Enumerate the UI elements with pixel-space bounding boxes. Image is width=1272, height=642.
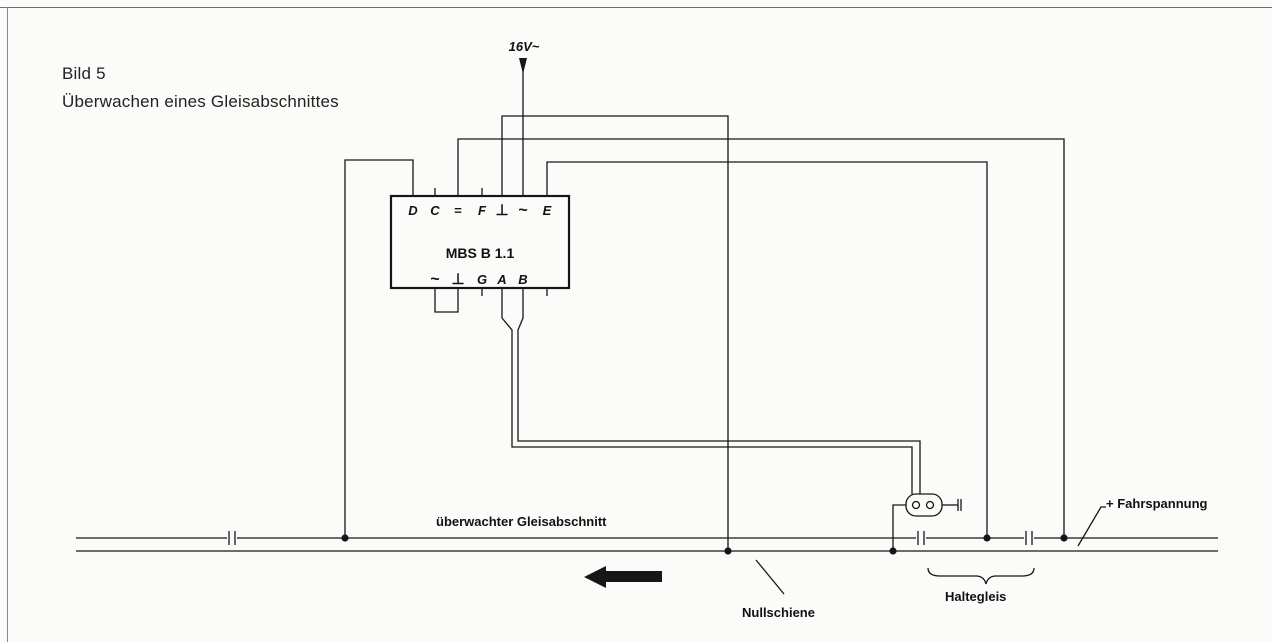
brace-haltegleis	[927, 567, 1035, 585]
traction-voltage-label: + Fahrspannung	[1106, 496, 1208, 511]
insulation-gap-left	[227, 531, 237, 545]
zero-rail-label: Nullschiene	[742, 605, 815, 620]
pin-label-dc: =	[454, 203, 462, 218]
figure-number: Bild 5	[62, 64, 106, 83]
leader-nullschiene	[755, 559, 785, 595]
stop-track-label: Haltegleis	[945, 589, 1006, 604]
pin-label-e: E	[543, 203, 552, 218]
pin-label-ac: ~	[518, 202, 527, 219]
leader-fahrspannung	[1077, 506, 1106, 547]
pin-label-a: A	[496, 272, 506, 287]
wire-pin-d	[344, 159, 414, 538]
insulation-gap-right	[1024, 531, 1034, 545]
wire-pin-ground	[501, 115, 729, 551]
pin-label-b: B	[518, 272, 527, 287]
relay-coil-element	[892, 493, 962, 551]
junction-dot-ground	[724, 547, 732, 555]
module-name: MBS B 1.1	[446, 245, 515, 261]
module-bottom-pin-stubs	[434, 288, 548, 296]
bridge-tilde-ground	[434, 296, 459, 313]
double-wire-a-b	[501, 296, 921, 494]
track	[76, 537, 1218, 552]
frame-left-border	[7, 7, 8, 642]
junction-dot-relay	[889, 547, 897, 555]
junction-dot-d	[341, 534, 349, 542]
module-box	[389, 194, 571, 290]
junction-dot-c	[1060, 534, 1068, 542]
module-top-pin-stubs	[412, 188, 548, 196]
supply-16v-wire	[519, 58, 527, 188]
insulation-gap-middle	[916, 531, 926, 545]
pin-label-ground: ⊥	[495, 202, 508, 219]
supply-label: 16V~	[509, 39, 540, 54]
module-bottom-pin-labels: ~ ⊥ G A B	[430, 271, 527, 288]
figure-title: Überwachen eines Gleisabschnittes	[62, 92, 339, 111]
monitored-section-label: überwachter Gleisabschnitt	[436, 514, 607, 529]
junction-dot-e	[983, 534, 991, 542]
wire-pin-e	[546, 161, 988, 538]
wire-pin-c	[457, 138, 1065, 538]
pin-label-bottom-ac: ~	[430, 271, 439, 288]
pin-label-c: C	[430, 203, 440, 218]
module-top-pin-labels: D C = F ⊥ ~ E	[408, 202, 551, 219]
frame-top-border	[0, 7, 1272, 8]
pin-label-d: D	[408, 203, 418, 218]
direction-arrow-icon	[584, 566, 662, 588]
pin-label-f: F	[478, 203, 487, 218]
pin-label-bottom-ground: ⊥	[451, 271, 464, 288]
pin-label-g: G	[477, 272, 487, 287]
